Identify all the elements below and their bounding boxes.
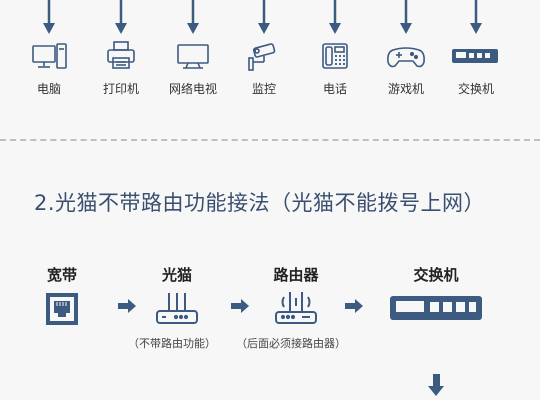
node-label-modem: 光猫 xyxy=(161,266,192,284)
flow-arrow xyxy=(345,299,363,313)
modem-icon xyxy=(156,293,198,324)
device-label-gamepad: 游戏机 xyxy=(387,82,424,96)
bottom-down-arrow xyxy=(428,374,444,396)
node-label-switch: 交换机 xyxy=(413,266,459,284)
camera-icon xyxy=(248,43,276,71)
top-down-arrow xyxy=(400,0,412,34)
node-label-router: 路由器 xyxy=(273,266,319,284)
top-down-arrow xyxy=(329,0,341,34)
top-down-arrow xyxy=(43,0,55,34)
device-label-phone: 电话 xyxy=(322,82,347,96)
section-title: 2.光猫不带路由功能接法（光猫不能拨号上网） xyxy=(34,191,486,215)
flow-arrow xyxy=(118,299,136,313)
switch-icon xyxy=(452,49,498,63)
top-down-arrow xyxy=(115,0,127,34)
ethernet-port-icon xyxy=(46,293,78,325)
top-down-arrow xyxy=(470,0,482,34)
flow-arrow xyxy=(231,299,249,313)
router-icon xyxy=(275,292,317,324)
node-label-broadband: 宽带 xyxy=(46,266,77,284)
gamepad-icon xyxy=(387,47,425,68)
top-down-arrow xyxy=(258,0,270,34)
device-label-printer: 打印机 xyxy=(102,82,139,96)
device-label-switch: 交换机 xyxy=(457,82,494,96)
device-label-camera: 监控 xyxy=(251,82,276,96)
computer-icon xyxy=(32,43,67,69)
switch-icon xyxy=(390,296,482,320)
phone-icon xyxy=(322,43,348,69)
note-modem: （不带路由功能） xyxy=(128,337,216,350)
section-divider xyxy=(0,139,540,141)
note-router: （后面必须接路由器） xyxy=(236,337,346,350)
tv-icon xyxy=(177,44,209,69)
printer-icon xyxy=(107,41,135,69)
top-down-arrow xyxy=(187,0,199,34)
device-label-computer: 电脑 xyxy=(36,82,61,96)
device-label-tv: 网络电视 xyxy=(168,82,217,96)
